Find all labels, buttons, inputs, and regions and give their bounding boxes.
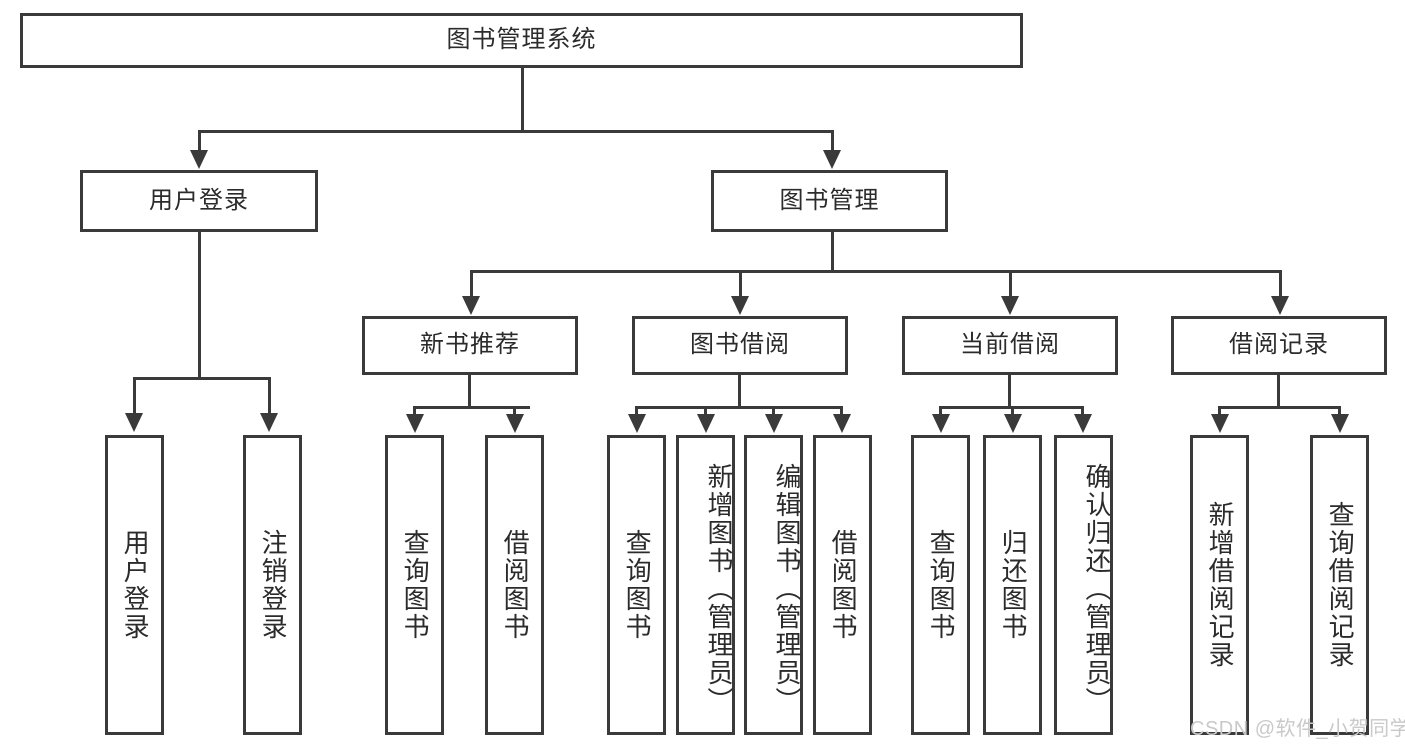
- arrow-to-leaf-return-book: [1004, 414, 1022, 433]
- node-label: 图书借阅: [690, 331, 790, 359]
- connector-root-bus: [198, 130, 834, 133]
- arrow-to-leaf-query-book-1: [406, 414, 424, 433]
- arrow-to-leaf-borrow-book-1: [506, 414, 524, 433]
- node-current-borrowing[interactable]: 当前借阅: [902, 316, 1118, 375]
- node-label: 用户登录: [149, 186, 249, 214]
- connector-current-borrow-drop-3: [1081, 406, 1084, 416]
- node-label: 查询图书: [622, 529, 653, 641]
- node-book-management[interactable]: 图书管理: [711, 170, 948, 232]
- connector-to-current-borrow: [1009, 270, 1012, 298]
- connector-user-login-right-drop: [268, 377, 271, 415]
- connector-new-book-rec-stem: [468, 375, 471, 409]
- connector-book-borrow-drop-3: [772, 406, 775, 416]
- node-leaf-query-book-2[interactable]: 查询图书: [607, 435, 666, 735]
- connector-root-to-user-login: [198, 130, 201, 152]
- node-label: 注销登录: [258, 529, 289, 641]
- node-label: 图书管理系统: [446, 26, 597, 54]
- node-label: 借阅记录: [1229, 331, 1329, 359]
- connector-book-borrow-drop-2: [704, 406, 707, 416]
- connector-book-mgmt-bus: [470, 270, 1282, 273]
- connector-to-borrow-records: [1279, 270, 1282, 298]
- node-leaf-borrow-book-1[interactable]: 借阅图书: [485, 435, 544, 735]
- node-leaf-confirm-return-admin[interactable]: 确认归还（管理员）: [1054, 435, 1113, 735]
- connector-current-borrow-drop-2: [1011, 406, 1014, 416]
- node-borrowing-records[interactable]: 借阅记录: [1171, 316, 1387, 375]
- node-label: 新增借阅记录: [1205, 501, 1236, 669]
- connector-new-book-rec-bus: [413, 406, 530, 409]
- node-label: 新增图书（管理员）: [704, 463, 734, 715]
- node-leaf-return-book[interactable]: 归还图书: [983, 435, 1042, 735]
- connector-to-book-borrow: [739, 270, 742, 298]
- node-user-login[interactable]: 用户登录: [80, 170, 318, 232]
- node-label: 查询图书: [926, 529, 957, 641]
- arrow-to-leaf-query-record: [1331, 414, 1349, 433]
- connector-root-to-book-mgmt: [831, 130, 834, 152]
- arrow-to-leaf-user-login: [125, 413, 143, 432]
- node-leaf-add-book-admin[interactable]: 新增图书（管理员）: [676, 435, 735, 735]
- csdn-watermark: CSDN @软件_小贺同学: [1190, 718, 1405, 740]
- node-new-book-recommendation[interactable]: 新书推荐: [362, 316, 578, 375]
- connector-current-borrow-drop-1: [939, 406, 942, 416]
- node-leaf-edit-book-admin[interactable]: 编辑图书（管理员）: [744, 435, 803, 735]
- node-leaf-borrow-book-2[interactable]: 借阅图书: [813, 435, 872, 735]
- connector-current-borrow-stem: [1008, 375, 1011, 409]
- arrow-to-borrow-records: [1271, 296, 1289, 315]
- connector-book-borrow-stem: [738, 375, 741, 409]
- node-leaf-user-login[interactable]: 用户登录: [105, 435, 164, 735]
- arrow-to-leaf-add-record: [1211, 414, 1229, 433]
- node-leaf-query-borrow-record[interactable]: 查询借阅记录: [1310, 435, 1369, 735]
- node-label: 归还图书: [998, 529, 1029, 641]
- arrow-to-leaf-borrow-book-2: [833, 414, 851, 433]
- connector-borrow-records-drop-2: [1338, 406, 1341, 416]
- arrow-to-current-borrow: [1001, 296, 1019, 315]
- node-label: 借阅图书: [828, 529, 859, 641]
- connector-user-login-left-drop: [133, 377, 136, 415]
- node-label: 图书管理: [779, 186, 880, 214]
- node-book-borrowing[interactable]: 图书借阅: [632, 316, 848, 375]
- connector-new-book-rec-drop-1: [413, 406, 416, 416]
- node-label: 查询图书: [400, 529, 431, 641]
- connector-book-borrow-drop-4: [840, 406, 843, 416]
- node-leaf-add-borrow-record[interactable]: 新增借阅记录: [1190, 435, 1249, 735]
- arrow-root-to-user-login: [190, 150, 208, 169]
- connector-borrow-records-stem: [1277, 375, 1280, 409]
- node-label: 当前借阅: [960, 331, 1060, 359]
- connector-root-stem: [521, 68, 524, 130]
- connector-user-login-bus: [133, 377, 270, 380]
- connector-borrow-records-bus: [1218, 406, 1341, 409]
- connector-book-borrow-drop-1: [635, 406, 638, 416]
- connector-book-borrow-bus: [635, 406, 843, 409]
- connector-new-book-rec-drop-2: [513, 406, 516, 416]
- node-label: 用户登录: [120, 529, 151, 641]
- node-root-system[interactable]: 图书管理系统: [20, 13, 1023, 68]
- node-label: 新书推荐: [420, 331, 520, 359]
- connector-user-login-stem: [198, 232, 201, 380]
- node-label: 借阅图书: [500, 529, 531, 641]
- arrow-to-leaf-logout: [260, 413, 278, 432]
- arrow-to-leaf-query-book-2: [628, 414, 646, 433]
- connector-book-mgmt-stem: [831, 232, 834, 272]
- arrow-to-leaf-query-book-3: [932, 414, 950, 433]
- connector-to-new-book-rec: [470, 270, 473, 298]
- node-label: 确认归还（管理员）: [1082, 463, 1112, 715]
- arrow-root-to-book-mgmt: [823, 150, 841, 169]
- node-label: 编辑图书（管理员）: [772, 463, 802, 715]
- arrow-to-book-borrow: [731, 296, 749, 315]
- node-leaf-query-book-3[interactable]: 查询图书: [911, 435, 970, 735]
- arrow-to-leaf-add-book: [697, 414, 715, 433]
- arrow-to-leaf-edit-book: [765, 414, 783, 433]
- node-leaf-logout[interactable]: 注销登录: [243, 435, 302, 735]
- node-leaf-query-book-1[interactable]: 查询图书: [385, 435, 444, 735]
- arrow-to-new-book-rec: [462, 296, 480, 315]
- node-label: 查询借阅记录: [1325, 501, 1356, 669]
- arrow-to-leaf-confirm-return: [1074, 414, 1092, 433]
- connector-borrow-records-drop-1: [1218, 406, 1221, 416]
